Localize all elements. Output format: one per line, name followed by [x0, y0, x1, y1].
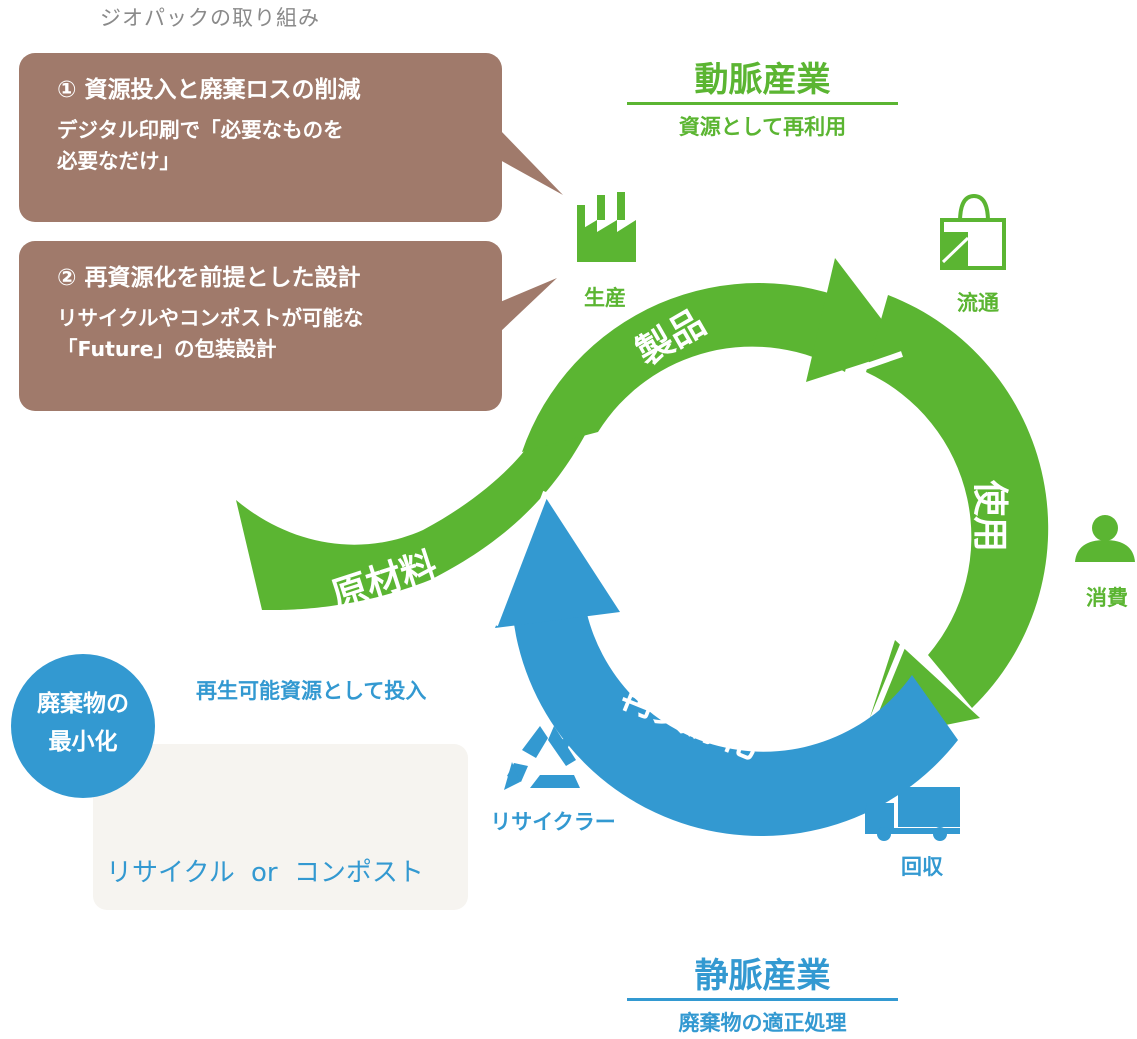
callout-title: ② 再資源化を前提とした設計 [57, 265, 361, 291]
callout-body: リサイクルやコンポストが可能な 「Future」の包装設計 [57, 301, 502, 367]
outcome-or: or [250, 858, 278, 888]
arterial-underline [627, 102, 898, 105]
recycle-icon [504, 726, 580, 790]
station-consumption: 消費 [1086, 586, 1128, 610]
page-caption: ジオパックの取り組み [100, 6, 320, 30]
callout-body: デジタル印刷で「必要なものを 必要なだけ」 [57, 113, 502, 179]
outcome-recycle: リサイクル [106, 858, 235, 888]
callout-pointer [500, 278, 557, 332]
venous-industry: 静脈産業 廃棄物の適正処理 [627, 948, 898, 1037]
callout-body-line: リサイクルやコンポストが可能な [57, 306, 364, 330]
callout-body-line: 必要なだけ」 [57, 149, 180, 173]
callout-body-line: 「Future」の包装設計 [57, 337, 277, 361]
arterial-title: 動脈産業 [694, 60, 831, 100]
recycling-arc [512, 605, 958, 837]
outcome-text: リサイクル or コンポスト [106, 852, 424, 889]
product-arc [522, 283, 861, 452]
venous-underline [627, 998, 898, 1001]
badge-line: 廃棄物の [37, 691, 129, 717]
venous-subtitle: 廃棄物の適正処理 [678, 1011, 847, 1035]
badge-line: 最小化 [48, 729, 118, 755]
use-arc [866, 295, 1049, 708]
arterial-subtitle: 資源として再利用 [678, 115, 847, 139]
raw-material-arrow [236, 435, 585, 611]
callout-body-line: デジタル印刷で「必要なものを [57, 118, 344, 142]
station-recycler: リサイクラー [490, 810, 616, 834]
outcome-compost: コンポスト [293, 858, 424, 888]
label-use: 使用 [969, 480, 1010, 552]
person-icon [1075, 515, 1135, 562]
waste-minimization-badge: 廃棄物の 最小化 [11, 654, 155, 798]
callout-pointer [500, 130, 563, 195]
callout-title: ① 資源投入と廃棄ロスの削減 [57, 77, 361, 103]
recycling-arrowhead [495, 498, 620, 628]
station-collection: 回収 [901, 855, 943, 879]
station-production: 生産 [584, 286, 626, 310]
factory-icon [577, 192, 636, 262]
shopping-bag-icon [940, 193, 1006, 270]
station-distribution: 流通 [957, 291, 999, 315]
callout-recyclable-design: ② 再資源化を前提とした設計 リサイクルやコンポストが可能な 「Future」の… [19, 241, 502, 411]
venous-title: 静脈産業 [694, 956, 831, 996]
truck-icon [865, 787, 960, 841]
outcome-panel [93, 744, 468, 910]
callout-resource-reduction: ① 資源投入と廃棄ロスの削減 デジタル印刷で「必要なものを 必要なだけ」 [19, 53, 502, 222]
arterial-industry: 動脈産業 資源として再利用 [627, 52, 898, 141]
reinput-label: 再生可能資源として投入 [196, 679, 427, 703]
